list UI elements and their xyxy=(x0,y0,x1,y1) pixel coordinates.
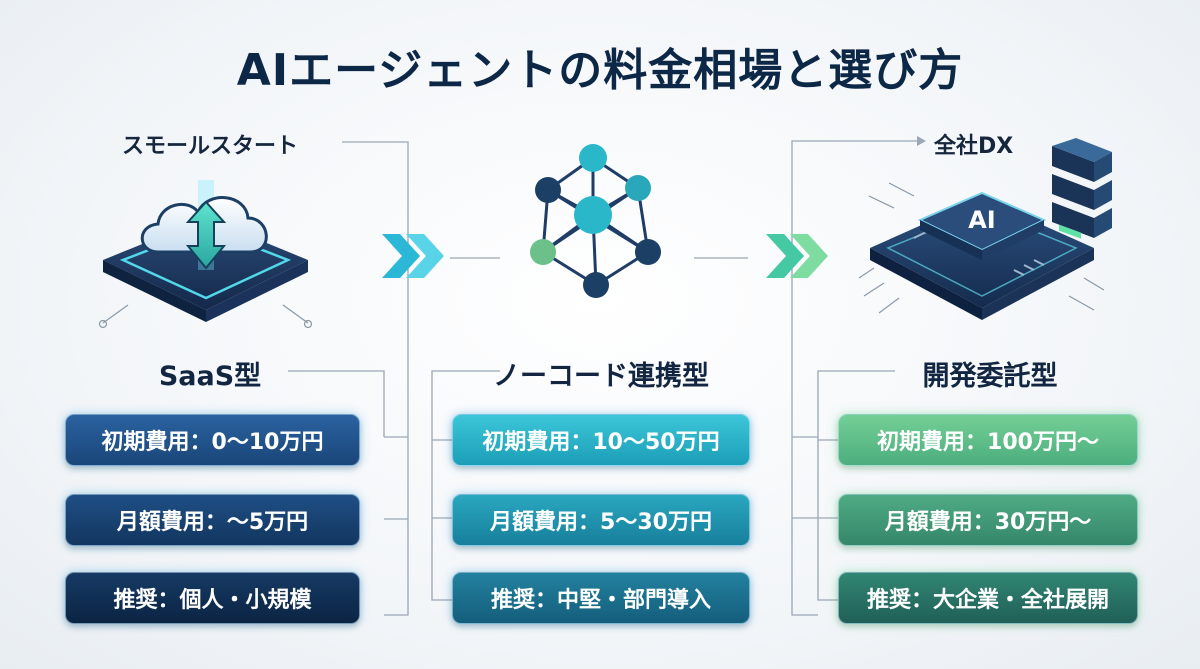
nocode-initial-cost: 初期費用：10〜50万円 xyxy=(452,414,750,466)
chevron-right-icon xyxy=(382,234,444,278)
dev-initial-cost: 初期費用：100万円〜 xyxy=(838,414,1138,466)
chevron-right-icon-2 xyxy=(766,234,828,278)
nocode-monthly-cost: 月額費用：5〜30万円 xyxy=(452,494,750,546)
page-title: AIエージェントの料金相場と選び方 xyxy=(236,45,964,96)
dev-monthly-cost: 月額費用：30万円〜 xyxy=(838,494,1138,546)
plan-name-nocode: ノーコード連携型 xyxy=(493,361,709,392)
stage-label-company-dx: 全社DX xyxy=(934,134,1014,159)
saas-recommend: 推奨：個人・小規模 xyxy=(65,572,360,624)
nocode-recommend: 推奨：中堅・部門導入 xyxy=(452,572,750,624)
plan-name-dev: 開発委託型 xyxy=(922,361,1058,392)
stage-label-small-start: スモールスタート xyxy=(122,134,299,159)
cloud-platform-icon xyxy=(98,180,313,329)
plan-name-saas: SaaS型 xyxy=(158,361,262,392)
network-nodes-icon xyxy=(530,144,661,298)
saas-monthly-cost: 月額費用：〜5万円 xyxy=(65,494,360,546)
saas-initial-cost: 初期費用：0〜10万円 xyxy=(65,414,360,466)
ai-chip-icon: AI xyxy=(858,138,1112,320)
dev-recommend: 推奨：大企業・全社展開 xyxy=(838,572,1138,624)
chip-label: AI xyxy=(968,206,996,234)
